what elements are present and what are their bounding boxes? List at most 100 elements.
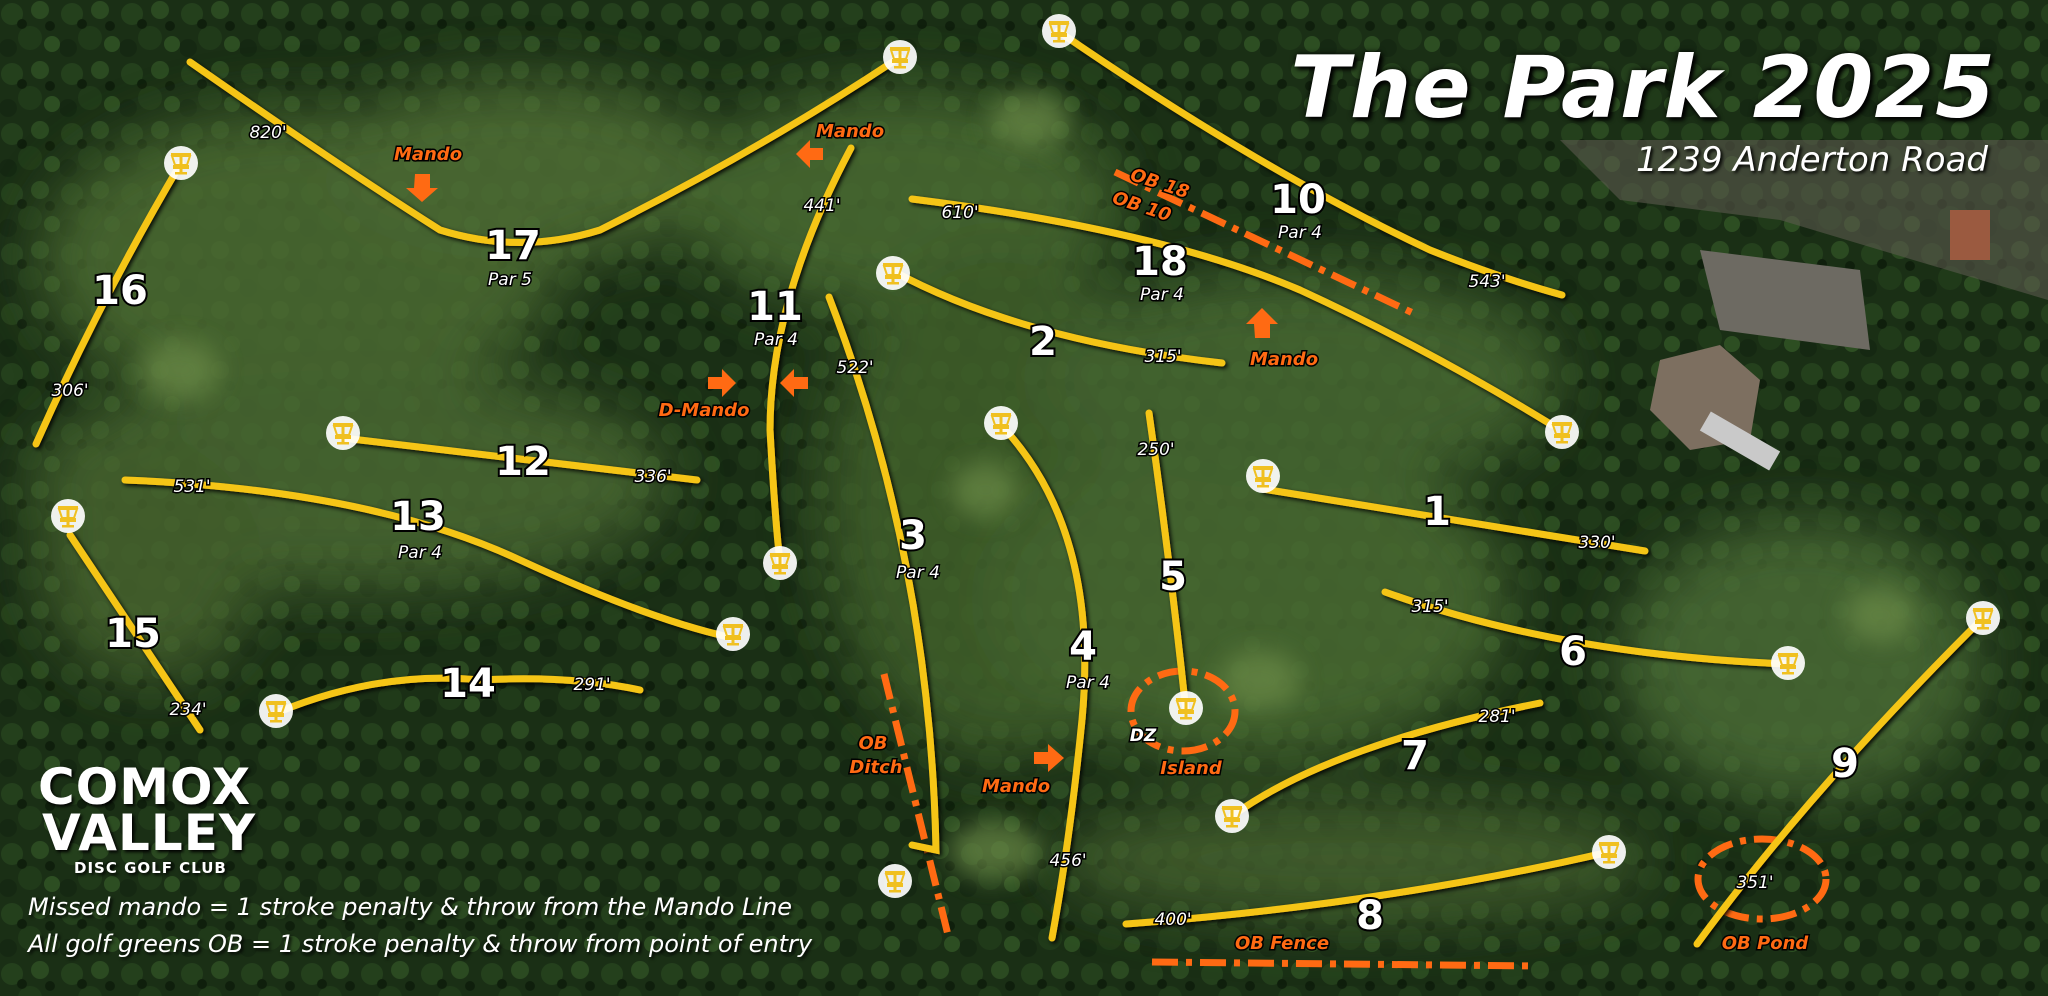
course-address: 1239 Anderton Road — [1636, 140, 1988, 180]
mando-arrow-11 — [796, 140, 823, 168]
basket-icon — [883, 40, 917, 74]
ob-line-ditch — [880, 673, 952, 936]
basket-icon — [878, 864, 912, 898]
hole-number-8: 8 — [1356, 893, 1384, 939]
distance-hole-15: 234' — [169, 700, 206, 720]
d-mando-arrow-left — [780, 369, 808, 397]
distance-hole-6: 315' — [1411, 597, 1448, 617]
hole-labels: 1 2 3 4 5 6 7 8 9 10 11 12 13 14 15 16 1… — [50, 120, 1861, 956]
fairway-hole-7 — [1228, 699, 1544, 820]
basket-icon — [1169, 691, 1203, 725]
basket-icon — [1771, 646, 1805, 680]
fairway-hole-4 — [997, 421, 1089, 942]
basket-icon — [1042, 14, 1076, 48]
ob-line-fence — [1151, 958, 1536, 970]
fairways — [32, 27, 1987, 948]
distance-hole-5: 250' — [1137, 440, 1174, 460]
hole-number-15: 15 — [105, 611, 161, 657]
fairway-hole-14 — [272, 674, 644, 717]
fairway-hole-6 — [1381, 588, 1792, 668]
club-logo-line3: DISC GOLF CLUB — [74, 859, 227, 877]
dz-label: DZ — [1130, 726, 1157, 746]
mando-label-4: Mando — [982, 776, 1050, 797]
mando-arrow-4 — [1034, 744, 1064, 772]
distance-hole-12: 336' — [634, 467, 671, 487]
basket-icon — [1246, 459, 1280, 493]
basket-icon — [164, 146, 198, 180]
ob-pond-label: OB Pond — [1722, 933, 1810, 954]
distance-hole-18: 610' — [941, 203, 978, 223]
grass-areas — [30, 80, 1980, 920]
hole-number-4: 4 — [1069, 624, 1097, 670]
mando-label-11: Mando — [816, 121, 884, 142]
fairway-hole-10 — [1054, 27, 1566, 299]
basket-icon — [1592, 835, 1626, 869]
baskets — [51, 14, 2000, 898]
basket-icon — [1545, 415, 1579, 449]
mando-arrow-18 — [1246, 308, 1278, 338]
hole-number-12: 12 — [495, 439, 551, 485]
fairway-hole-18 — [908, 195, 1556, 429]
club-logo: COMOX VALLEY DISC GOLF CLUB — [36, 762, 296, 876]
ob-fence-label: OB Fence — [1235, 933, 1329, 954]
hole-number-10: 10 — [1270, 177, 1326, 223]
par-hole-3: Par 4 — [896, 563, 940, 583]
fairway-hole-13 — [121, 476, 737, 642]
ob-ditch-label-line2: Ditch — [849, 757, 902, 778]
fairway-hole-1 — [1259, 485, 1649, 555]
basket-icon — [1215, 799, 1249, 833]
ob-pond-zone — [1694, 835, 1830, 923]
basket-icon — [763, 546, 797, 580]
distance-hole-7: 281' — [1478, 707, 1515, 727]
distance-hole-11: 441' — [803, 196, 840, 216]
basket-icon — [1966, 601, 2000, 635]
distance-hole-2: 315' — [1144, 347, 1181, 367]
island-label: Island — [1160, 758, 1223, 779]
basket-icon — [984, 406, 1018, 440]
mando-label-17: Mando — [394, 144, 462, 165]
par-hole-4: Par 4 — [1066, 673, 1110, 693]
d-mando-arrow-right — [708, 369, 736, 397]
par-hole-18: Par 4 — [1140, 285, 1184, 305]
rule-greens: All golf greens OB = 1 stroke penalty & … — [28, 930, 813, 958]
distance-hole-9: 351' — [1736, 873, 1773, 893]
basket-icon — [716, 617, 750, 651]
fairway-hole-11 — [766, 144, 855, 566]
distance-hole-1: 330' — [1578, 533, 1615, 553]
hole-number-1: 1 — [1423, 489, 1451, 535]
hole-number-2: 2 — [1029, 319, 1057, 365]
hole-number-5: 5 — [1159, 554, 1187, 600]
fairway-hole-3 — [825, 293, 940, 855]
fairway-hole-5 — [1145, 409, 1190, 716]
ob-line-10-18 — [1113, 168, 1417, 318]
hole-number-14: 14 — [440, 661, 496, 707]
mando-arrows — [406, 140, 1278, 772]
hole-number-13: 13 — [390, 494, 446, 540]
par-hole-10: Par 4 — [1278, 223, 1322, 243]
basket-icon — [326, 416, 360, 450]
hole-number-3: 3 — [899, 513, 927, 559]
distance-hole-10: 543' — [1468, 272, 1505, 292]
fairway-hole-17 — [186, 53, 904, 246]
club-logo-line2: VALLEY — [42, 804, 257, 862]
hole-number-16: 16 — [92, 268, 148, 314]
distance-hole-4: 456' — [1049, 851, 1086, 871]
distance-hole-8: 400' — [1154, 910, 1191, 930]
distance-hole-13: 531' — [173, 477, 210, 497]
par-hole-11: Par 4 — [754, 330, 798, 350]
basket-icon — [876, 256, 910, 290]
distance-hole-16: 306' — [51, 381, 88, 401]
mando-label-18: Mando — [1250, 349, 1318, 370]
map-title: The Park 2025 — [1290, 38, 1996, 138]
fairway-hole-16 — [32, 159, 185, 448]
d-mando-label: D-Mando — [659, 400, 750, 421]
hole-number-18: 18 — [1132, 239, 1188, 285]
ob-ditch-label-line1: OB — [858, 733, 887, 754]
greens — [140, 92, 1916, 880]
hole-number-6: 6 — [1559, 629, 1587, 675]
hole-number-7: 7 — [1401, 733, 1429, 779]
par-hole-17: Par 5 — [488, 270, 532, 290]
fairway-hole-8 — [1122, 848, 1613, 928]
